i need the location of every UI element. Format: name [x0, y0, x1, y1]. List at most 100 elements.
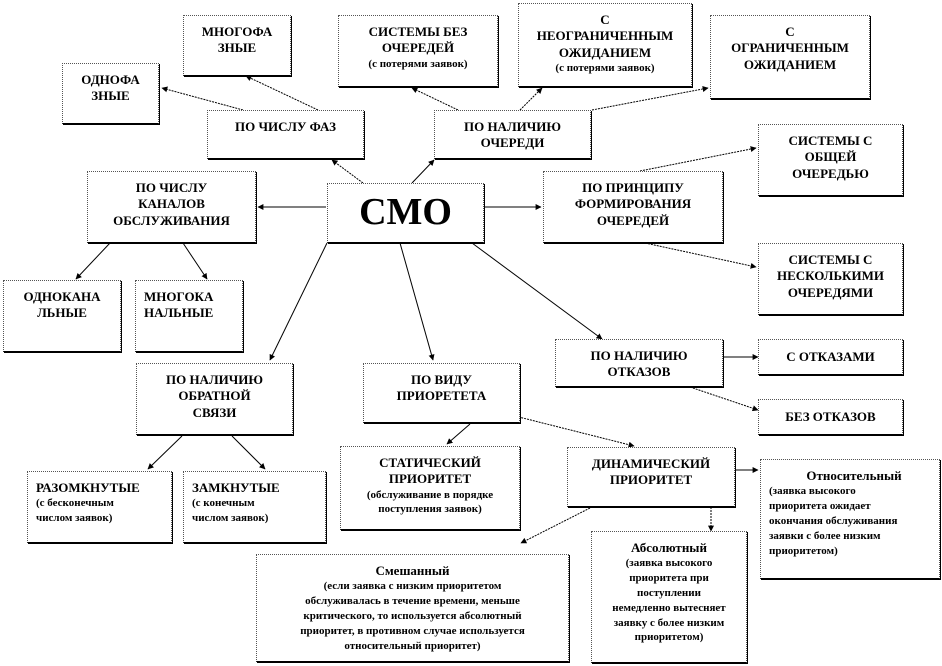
node-label: ОЧЕРЕДЯМИ	[787, 284, 874, 300]
node-label: ДИНАМИЧЕСКИЙ	[591, 456, 711, 471]
node-label: МНОГОКА	[144, 289, 214, 304]
node-label: ОДНОФА	[81, 72, 140, 87]
node-label: ОБЩЕЙ	[804, 149, 857, 165]
node-mixed-priority: Смешанный (если заявка с низким приорите…	[256, 554, 569, 662]
node-sublabel: заявки с более низким	[769, 529, 881, 542]
node-label: ОЖИДАНИЕМ	[558, 44, 652, 60]
node-multiple-queues: СИСТЕМЫ С НЕСКОЛЬКИМИ ОЧЕРЕДЯМИ	[758, 243, 903, 315]
node-sublabel: окончания обслуживания	[769, 514, 898, 527]
node-by-phases: ПО ЧИСЛУ ФАЗ	[207, 110, 364, 159]
node-label: РАЗОМКНУТЫЕ	[36, 480, 140, 495]
node-label: ОДНОКАНА	[23, 289, 101, 304]
node-label: СИСТЕМЫ С	[788, 133, 873, 148]
node-label: Относительный	[806, 468, 902, 483]
node-label: ЗНЫЕ	[91, 88, 130, 104]
node-label: НЕОГРАНИЧЕННЫМ	[536, 28, 674, 44]
node-label: СВЯЗИ	[192, 404, 237, 420]
node-sublabel: обслуживалась в течение времени, меньше	[305, 595, 520, 608]
node-label: ОБРАТНОЙ	[178, 388, 251, 404]
node-label: С	[600, 12, 610, 27]
node-sublabel: (заявка высокого	[625, 557, 713, 570]
node-label: ФОРМИРОВАНИЯ	[574, 196, 692, 212]
node-relative-priority: Относительный (заявка высокого приоритет…	[760, 459, 940, 579]
node-by-feedback: ПО НАЛИЧИЮ ОБРАТНОЙ СВЯЗИ	[136, 363, 293, 435]
node-by-queue-forming: ПО ПРИНЦИПУ ФОРМИРОВАНИЯ ОЧЕРЕДЕЙ	[543, 171, 723, 243]
node-sublabel: немедленно вытесняет	[612, 601, 726, 614]
node-label: ПРИОРИТЕТ	[609, 472, 693, 488]
node-label: ОТКАЗОВ	[607, 364, 671, 380]
node-multi-channel: МНОГОКА НАЛЬНЫЕ	[135, 280, 243, 352]
node-open: РАЗОМКНУТЫЕ (с бесконечным числом заявок…	[27, 471, 172, 543]
node-absolute-priority: Абсолютный (заявка высокого приоритета п…	[591, 531, 747, 663]
node-label: ОЧЕРЕДЬЮ	[792, 165, 869, 181]
node-single-channel: ОДНОКАНА ЛЬНЫЕ	[3, 280, 121, 352]
node-label: ЗНЫЕ	[217, 40, 257, 56]
node-by-channels: ПО ЧИСЛУ КАНАЛОВ ОБСЛУЖИВАНИЯ	[87, 171, 256, 243]
node-label: ЛЬНЫЕ	[37, 305, 87, 321]
node-sublabel: (обслуживание в порядке	[366, 488, 494, 501]
node-label: С ОТКАЗАМИ	[786, 348, 875, 364]
node-sublabel: приоритета ожидает	[769, 500, 871, 513]
node-label: ОЧЕРЕДЕЙ	[596, 212, 670, 228]
node-label: Абсолютный	[631, 540, 707, 555]
node-closed: ЗАМКНУТЫЕ (с конечным числом заявок)	[183, 471, 326, 543]
node-label: КАНАЛОВ	[138, 196, 205, 212]
node-sublabel: (с конечным	[192, 497, 255, 510]
node-sublabel: (с бесконечным	[36, 497, 114, 510]
node-sublabel: числом заявок)	[192, 512, 269, 525]
node-label: БЕЗ ОТКАЗОВ	[785, 408, 876, 424]
node-by-queue: ПО НАЛИЧИЮ ОЧЕРЕДИ	[434, 110, 591, 159]
node-label: ПО НАЛИЧИЮ	[463, 119, 562, 134]
node-sublabel: (с потерями заявок)	[555, 61, 655, 74]
node-sublabel: поступления заявок)	[378, 503, 482, 516]
node-label: СИСТЕМЫ БЕЗ	[368, 24, 468, 39]
node-label: ПРИОРИТЕТ	[388, 471, 472, 487]
node-label: ПО НАЛИЧИЮ	[165, 372, 264, 387]
node-common-queue: СИСТЕМЫ С ОБЩЕЙ ОЧЕРЕДЬЮ	[758, 124, 903, 196]
node-label: ОЖИДАНИЕМ	[743, 56, 837, 72]
node-label: ОБСЛУЖИВАНИЯ	[113, 212, 230, 228]
node-label: ПО НАЛИЧИЮ	[590, 348, 688, 363]
node-static-priority: СТАТИЧЕСКИЙ ПРИОРИТЕТ (обслуживание в по…	[340, 446, 520, 530]
node-single-phase: ОДНОФА ЗНЫЕ	[62, 63, 159, 124]
node-label: ЗАМКНУТЫЕ	[192, 480, 280, 495]
node-label: МНОГОФА	[201, 24, 273, 39]
node-sublabel: (если заявка с низким приоритетом	[323, 580, 502, 593]
node-sublabel: заявку с более низким	[613, 616, 725, 629]
node-sublabel: приоритета при	[629, 572, 709, 585]
node-label: С	[785, 24, 795, 39]
node-sublabel: приоритетом)	[634, 631, 704, 644]
node-without-refusals: БЕЗ ОТКАЗОВ	[758, 399, 903, 435]
node-label: ПО ЧИСЛУ	[135, 180, 208, 195]
node-no-queue: СИСТЕМЫ БЕЗ ОЧЕРЕДЕЙ (с потерями заявок)	[338, 15, 498, 87]
node-label: НЕСКОЛЬКИМИ	[777, 268, 884, 284]
root-node-smo: СМО	[327, 183, 484, 243]
node-label: ПО ЧИСЛУ ФАЗ	[235, 119, 336, 134]
node-label: ПРИОРЕТЕТА	[396, 388, 487, 404]
node-sublabel: поступлении	[637, 586, 701, 599]
node-multi-phase: МНОГОФА ЗНЫЕ	[183, 15, 291, 76]
node-sublabel: приоритет, в противном случае использует…	[300, 624, 525, 637]
node-label: ОГРАНИЧЕННЫМ	[731, 40, 849, 56]
node-label: СИСТЕМЫ С	[788, 252, 873, 267]
node-sublabel: числом заявок)	[36, 512, 113, 525]
node-label: СТАТИЧЕСКИЙ	[379, 455, 481, 470]
node-label: ПО ПРИНЦИПУ	[582, 180, 684, 195]
node-sublabel: критического, то используется абсолютный	[303, 609, 522, 622]
node-by-refusals: ПО НАЛИЧИЮ ОТКАЗОВ	[555, 339, 723, 387]
node-sublabel: (с потерями заявок)	[368, 57, 468, 70]
node-label: ОЧЕРЕДИ	[480, 135, 545, 151]
node-sublabel: относительный приоритет)	[344, 639, 481, 652]
node-label: ОЧЕРЕДЕЙ	[381, 40, 455, 56]
node-label: ПО ВИДУ	[411, 372, 472, 387]
node-sublabel: (заявка высокого	[769, 485, 856, 498]
node-dynamic-priority: ДИНАМИЧЕСКИЙ ПРИОРИТЕТ	[567, 447, 735, 507]
node-sublabel: приоритетом)	[769, 544, 838, 557]
node-by-priority: ПО ВИДУ ПРИОРЕТЕТА	[363, 363, 520, 423]
node-label: Смешанный	[375, 563, 450, 578]
node-with-refusals: С ОТКАЗАМИ	[758, 339, 903, 375]
node-label: НАЛЬНЫЕ	[144, 305, 214, 321]
node-unlimited-wait: С НЕОГРАНИЧЕННЫМ ОЖИДАНИЕМ (с потерями з…	[518, 3, 692, 87]
